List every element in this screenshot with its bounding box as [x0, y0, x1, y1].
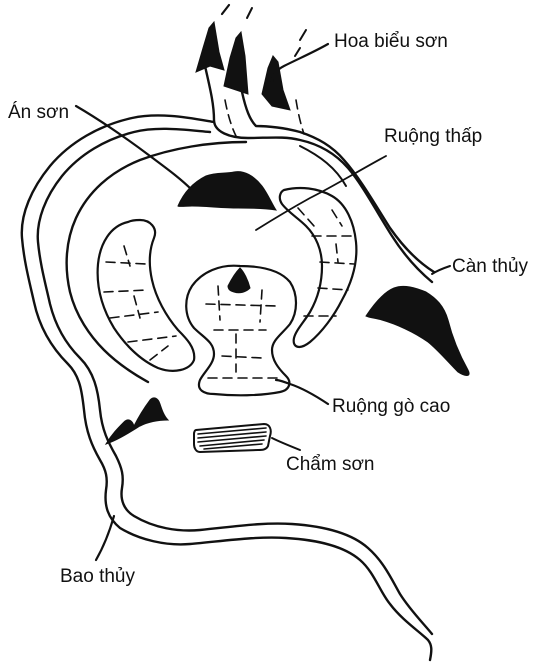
label-ruong-thap: Ruộng thấp — [384, 126, 482, 147]
central-mound-field — [186, 266, 296, 396]
label-hoa-bieu-son: Hoa biểu sơn — [334, 31, 448, 52]
label-an-son: Án sơn — [8, 102, 69, 123]
left-crescent-field — [98, 220, 195, 371]
label-ruong-go-cao: Ruộng gò cao — [332, 396, 450, 417]
central-peak — [228, 268, 250, 293]
can-thuy-mountain — [366, 286, 469, 375]
label-bao-thuy: Bao thủy — [60, 566, 135, 587]
leader-can-thuy — [432, 266, 450, 274]
leader-cham-son — [272, 438, 300, 450]
label-can-thuy: Càn thủy — [452, 256, 529, 277]
cham-son-mountain — [194, 424, 271, 452]
small-peaks-left — [106, 398, 168, 444]
label-cham-son: Chẩm sơn — [286, 454, 375, 475]
leader-bao-thuy — [96, 516, 114, 560]
hoa-bieu-son-peaks — [196, 5, 306, 110]
